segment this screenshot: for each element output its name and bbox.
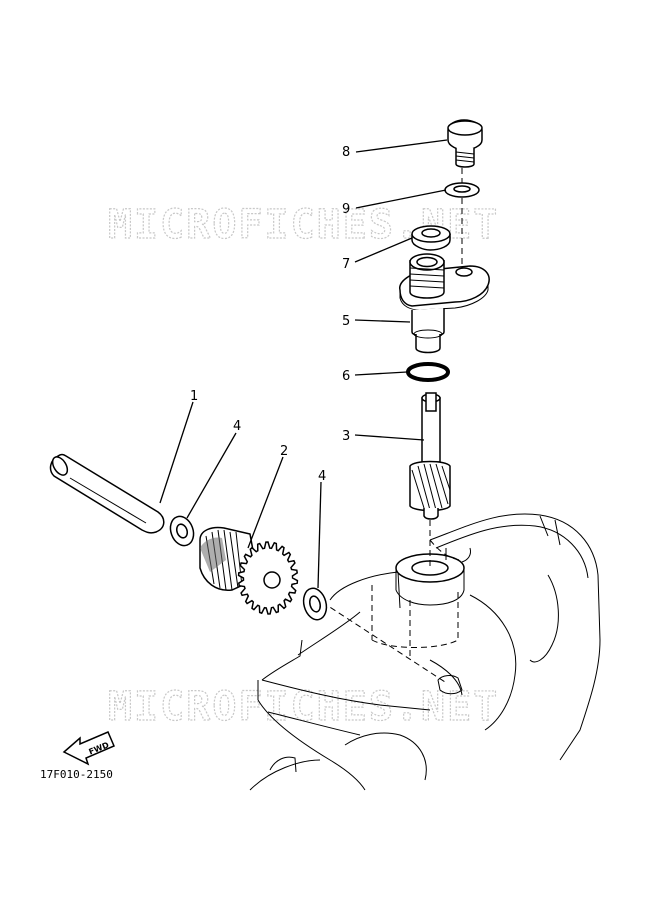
watermark-bottom: MICROFICHES.NET: [108, 684, 499, 730]
part-1-shaft: [49, 453, 165, 534]
part-9-washer: [444, 182, 480, 198]
callout-5: 5: [342, 314, 350, 329]
part-8-bolt: [447, 119, 483, 168]
drawing-code: 17F010-2150: [40, 768, 113, 781]
callout-4-right: 4: [318, 469, 326, 484]
part-6-o-ring: [406, 362, 450, 382]
callout-4-left: 4: [233, 419, 241, 434]
leader-lines: [159, 139, 448, 589]
callout-8: 8: [342, 145, 350, 160]
crankcase-housing: [249, 513, 601, 791]
part-2-drive-gear: [199, 526, 299, 615]
callout-9: 9: [342, 202, 350, 217]
part-5-gear-housing: [399, 253, 490, 354]
part-7-washer: [411, 225, 451, 251]
part-4-washer-left: [169, 515, 195, 547]
callout-6: 6: [342, 369, 350, 384]
callout-1: 1: [190, 389, 198, 404]
callout-2: 2: [280, 444, 288, 459]
guide-line-washer-to-bore: [321, 601, 446, 683]
part-3-driven-gear: [409, 392, 451, 520]
part-4-washer-right: [302, 587, 328, 621]
callout-7: 7: [342, 257, 350, 272]
callout-3: 3: [342, 429, 350, 444]
forward-arrow-icon: FWD: [62, 731, 115, 766]
